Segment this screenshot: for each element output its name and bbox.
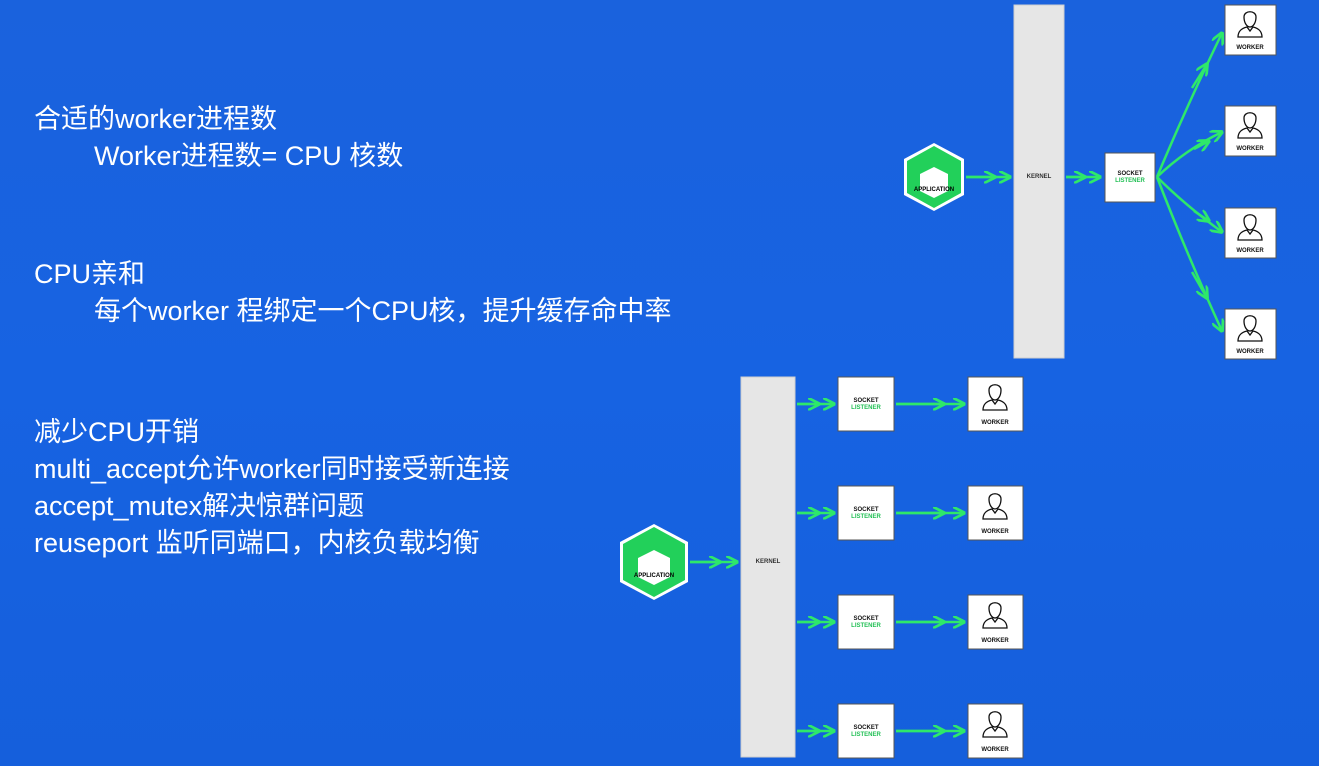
section-line: accept_mutex解决惊群问题 (34, 491, 365, 521)
section-heading: 合适的worker进程数 (34, 104, 278, 134)
application-hexagon: APPLICATION (904, 143, 964, 211)
arrow (1193, 141, 1209, 149)
kernel-label: KERNEL (756, 559, 781, 565)
worker-box: WORKER (967, 703, 1024, 759)
socket-label: SOCKET (853, 725, 878, 731)
arrow (1193, 211, 1209, 221)
arrow (1155, 176, 1222, 331)
arrow (1190, 271, 1207, 298)
section-heading: CPU亲和 (34, 259, 146, 289)
application-label: APPLICATION (634, 573, 674, 579)
worker-label: WORKER (1236, 349, 1264, 355)
kernel-bar (740, 376, 796, 758)
kernel-bar (1013, 4, 1065, 359)
section-cpu-affinity: CPU亲和 每个worker 程绑定一个CPU核，提升缓存命中率 (34, 256, 672, 330)
worker-box: WORKER (967, 594, 1024, 650)
arrow (1190, 64, 1207, 89)
application-label: APPLICATION (914, 187, 954, 193)
socket-label: SOCKET (853, 398, 878, 404)
worker-box: WORKER (1224, 308, 1277, 360)
arrow (1156, 176, 1222, 232)
socket-listener-box (837, 703, 895, 759)
section-heading: 减少CPU开销 (34, 417, 200, 447)
socket-listener-box (1104, 152, 1156, 203)
worker-label: WORKER (1236, 248, 1264, 254)
socket-listener-box (837, 594, 895, 650)
section-line: 每个worker 程绑定一个CPU核，提升缓存命中率 (94, 296, 672, 326)
application-hexagon: APPLICATION (620, 524, 688, 600)
socket-label: SOCKET (853, 507, 878, 513)
listener-label: LISTENER (851, 732, 881, 738)
worker-box: WORKER (1224, 4, 1277, 56)
worker-box: WORKER (1224, 105, 1277, 157)
bottom-diagram: APPLICATION KERNEL SOCKET LISTENER WORKE… (620, 376, 1024, 759)
worker-label: WORKER (1236, 45, 1264, 51)
worker-box: WORKER (967, 485, 1024, 541)
arrow (1156, 132, 1222, 178)
socket-label: SOCKET (853, 616, 878, 622)
listener-label: LISTENER (1115, 178, 1145, 184)
section-line: reuseport 监听同端口，内核负载均衡 (34, 528, 480, 558)
section-worker-count: 合适的worker进程数 Worker进程数= CPU 核数 (34, 101, 403, 175)
section-line: Worker进程数= CPU 核数 (94, 141, 404, 171)
socket-listener-box (837, 376, 895, 432)
worker-label: WORKER (981, 747, 1009, 753)
worker-label: WORKER (1236, 146, 1264, 152)
socket-label: SOCKET (1117, 171, 1142, 177)
worker-label: WORKER (981, 529, 1009, 535)
section-reduce-cpu: 减少CPU开销 multi_accept允许worker同时接受新连接 acce… (34, 414, 510, 562)
worker-box: WORKER (1224, 207, 1277, 259)
section-line: multi_accept允许worker同时接受新连接 (34, 454, 510, 484)
arrow (1155, 33, 1222, 178)
worker-label: WORKER (981, 638, 1009, 644)
kernel-label: KERNEL (1027, 174, 1052, 180)
listener-label: LISTENER (851, 623, 881, 629)
top-diagram: APPLICATION KERNEL SOCKET LISTENER WORKE… (904, 4, 1277, 360)
worker-box: WORKER (967, 376, 1024, 432)
listener-label: LISTENER (851, 405, 881, 411)
listener-label: LISTENER (851, 514, 881, 520)
worker-label: WORKER (981, 420, 1009, 426)
socket-listener-box (837, 485, 895, 541)
